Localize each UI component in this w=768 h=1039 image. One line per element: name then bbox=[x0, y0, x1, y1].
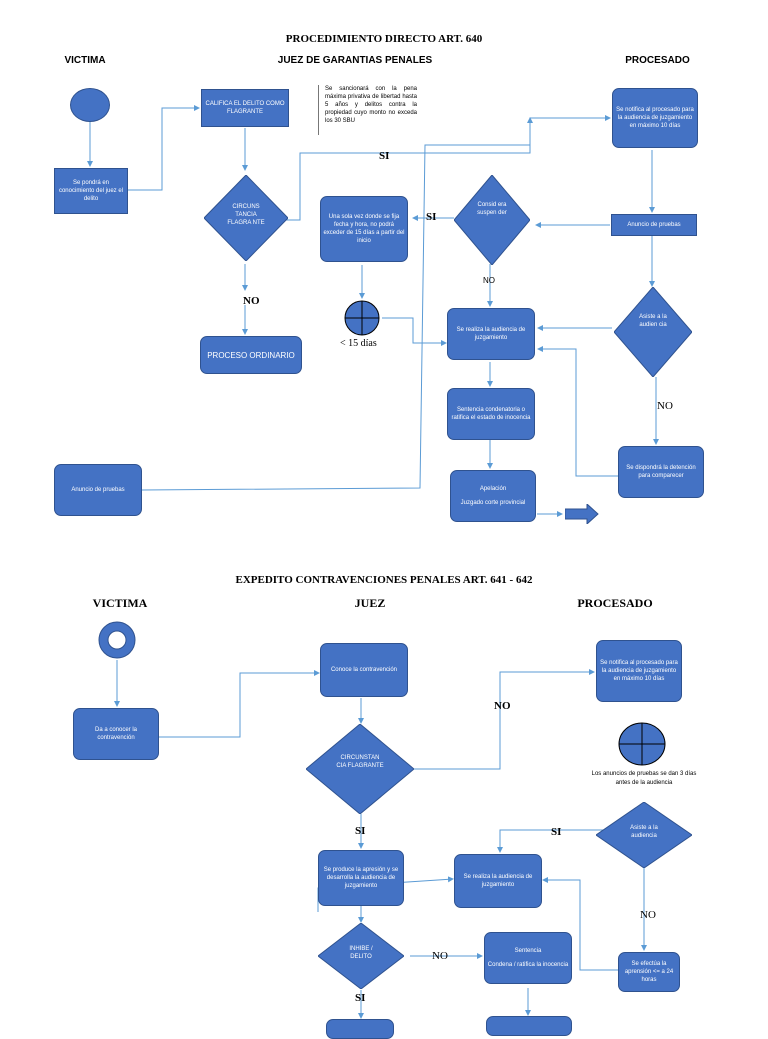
label-no-left: NO bbox=[243, 295, 260, 307]
apresion-box: Se produce la apresión y se desarrolla l… bbox=[318, 850, 404, 906]
asiste-audiencia-diamond-2: Asiste a la audiencia bbox=[595, 801, 693, 869]
label-si-mid: SI bbox=[426, 211, 437, 223]
notifica-box-2: Se notifica al procesado para la audienc… bbox=[596, 640, 682, 702]
proceso-ordinario: PROCESO ORDINARIO bbox=[200, 336, 302, 374]
anuncio-pruebas-left: Anuncio de pruebas bbox=[54, 464, 142, 516]
bottom-box-right bbox=[486, 1016, 572, 1036]
circunstancia-diamond: CIRCUNS TANCIA FLAGRA NTE bbox=[203, 174, 289, 262]
bottom-box-left bbox=[326, 1019, 394, 1039]
una-sola-vez-box: Una sola vez donde se fija fecha y hora,… bbox=[320, 196, 408, 262]
dispondra-box: Se dispondrá la detención para comparece… bbox=[618, 446, 704, 498]
considera-suspender-diamond: Consid era suspen der bbox=[453, 174, 531, 266]
efectua-box: Se efectúa la aprensión <= a 24 horas bbox=[618, 952, 680, 992]
victima-box: Se pondrá en conocimiento del juez el de… bbox=[54, 168, 128, 214]
notifica-box-1: Se notifica al procesado para la audienc… bbox=[612, 88, 698, 148]
se-realiza-audiencia-2: Se realiza la audiencia de juzgamiento bbox=[454, 854, 542, 908]
inhibe-delito-diamond: INHIBE / DELITO bbox=[317, 922, 405, 990]
label-no-asiste: NO bbox=[640, 909, 656, 921]
menos-15-dias: < 15 días bbox=[340, 338, 377, 349]
section1-col-victima: VICTIMA bbox=[64, 55, 106, 66]
label-no-top: NO bbox=[494, 700, 511, 712]
section1-col-procesado: PROCESADO bbox=[625, 55, 690, 66]
anuncios-note: Los anuncios de pruebas se dan 3 días an… bbox=[591, 771, 697, 786]
label-no-mid: NO bbox=[483, 276, 495, 285]
section1-col-juez: JUEZ DE GARANTIAS PENALES bbox=[277, 55, 433, 66]
section2-col-procesado: PROCESADO bbox=[577, 596, 653, 610]
conoce-box: Conoce la contravención bbox=[320, 643, 408, 697]
section2-col-juez: JUEZ bbox=[354, 596, 386, 610]
section2-col-victima: VICTIMA bbox=[92, 596, 148, 610]
junction-circle bbox=[344, 300, 380, 336]
label-no-right: NO bbox=[657, 400, 673, 412]
start-circle bbox=[70, 88, 110, 122]
junction-circle-2 bbox=[618, 722, 666, 766]
sentencia-box: Sentencia condenatoria o ratifica el est… bbox=[447, 388, 535, 440]
circunstancia-flagrante-diamond: CIRCUNSTAN CIA FLAGRANTE bbox=[305, 723, 415, 815]
anuncio-pruebas-right: Anuncio de pruebas bbox=[611, 214, 697, 236]
label-si-bottom: SI bbox=[355, 992, 366, 1004]
label-no-inhibe: NO bbox=[432, 950, 448, 962]
section1-title: PROCEDIMIENTO DIRECTO ART. 640 bbox=[285, 33, 483, 45]
da-conocer-box: Da a conocer la contravención bbox=[73, 708, 159, 760]
se-realiza-audiencia-1: Se realiza la audiencia de juzgamiento bbox=[447, 308, 535, 360]
califica-box: CALIFICA EL DELITO COMO FLAGRANTE bbox=[201, 89, 289, 127]
label-si-right: SI bbox=[551, 826, 562, 838]
label-si-left: SI bbox=[355, 825, 366, 837]
califica-note: Se sancionará con la pena máxima privati… bbox=[318, 85, 417, 135]
start-ring bbox=[97, 620, 137, 660]
asiste-audiencia-diamond-1: Asiste a la audien cia bbox=[613, 286, 693, 378]
section2-title: EXPEDITO CONTRAVENCIONES PENALES ART. 64… bbox=[235, 574, 533, 586]
next-arrow-icon bbox=[564, 502, 599, 526]
label-si-top: SI bbox=[379, 150, 390, 162]
